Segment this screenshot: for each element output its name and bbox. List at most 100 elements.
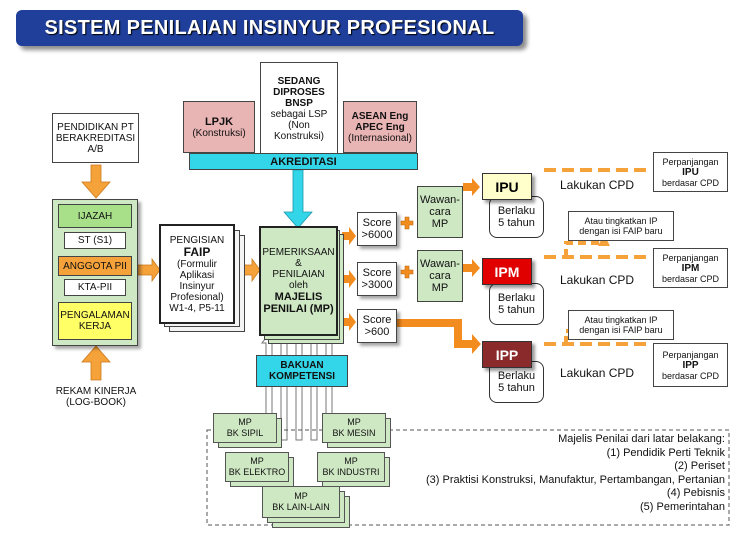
logbook-line1: REKAM KINERJA xyxy=(55,386,137,397)
score-1-line1: Score xyxy=(362,217,392,229)
upgrade-note-1: Atau tingkatkan IP dengan isi FAIP baru xyxy=(568,211,674,241)
faip-line5: Insinyur xyxy=(179,280,215,292)
akreditasi-bar: AKREDITASI xyxy=(189,153,418,170)
asean-line3: (Internasional) xyxy=(348,132,412,144)
education-line2: BERAKREDITASI xyxy=(55,132,136,144)
arrow-to-score-2 xyxy=(342,270,356,288)
interview-1-line1: Wawan- xyxy=(420,194,460,206)
ipm-name: IPM xyxy=(494,263,520,280)
score-3-line1: Score xyxy=(362,314,392,326)
ipm-renew-line1: Perpanjangan xyxy=(662,252,719,263)
mp-industri-box: MP BK INDUSTRI xyxy=(317,452,385,482)
ipm-renew-line3: berdasar CPD xyxy=(661,273,720,284)
asean-line2: APEC Eng xyxy=(355,121,405,133)
st-label: ST (S1) xyxy=(64,232,126,249)
score-2-line2: >3000 xyxy=(361,279,393,291)
anggota-label: ANGGOTA PII xyxy=(58,256,132,276)
bnsp-line1: SEDANG xyxy=(277,75,321,87)
faip-form: PENGISIAN FAIP (Formulir Aplikasi Insiny… xyxy=(159,224,235,324)
faip-line1: PENGISIAN xyxy=(169,234,225,246)
faip-line2: FAIP xyxy=(183,244,211,259)
cpd-label-1: Lakukan CPD xyxy=(560,178,635,192)
ipp-renew-line2: IPP xyxy=(682,359,699,371)
ipu-valid-line2: 5 tahun xyxy=(498,217,535,229)
bnsp-line3: BNSP xyxy=(285,97,313,109)
interview-box-2: Wawan- cara MP xyxy=(417,250,463,302)
arrow-akreditasi-down xyxy=(283,169,313,229)
asean-box: ASEAN Eng APEC Eng (Internasional) xyxy=(343,101,417,153)
arrow-to-score-1 xyxy=(342,227,356,245)
board-item: (2) Periset xyxy=(674,460,725,472)
arrow-to-score-3 xyxy=(342,313,356,331)
mp-elektro-line1: MP xyxy=(250,456,264,466)
cpd-label-2: Lakukan CPD xyxy=(560,273,635,287)
mp-industri-line1: MP xyxy=(344,456,358,466)
lpjk-line2: (Konstruksi) xyxy=(192,127,246,139)
score-box-2: Score >3000 xyxy=(357,262,397,296)
bakuan-line1: BAKUAN xyxy=(280,360,324,371)
board-background: Majelis Penilai dari latar belakang: (1)… xyxy=(384,433,725,514)
ipp-valid-line2: 5 tahun xyxy=(498,382,535,394)
board-item: (4) Pebisnis xyxy=(666,487,725,499)
plus-icon xyxy=(400,265,414,279)
mp-sipil-box: MP BK SIPIL xyxy=(213,413,277,443)
upgrade-2-line1: Atau tingkatkan IP xyxy=(584,315,658,325)
bnsp-line4: sebagai LSP xyxy=(270,108,328,120)
assessment-line3: PENILAIAN xyxy=(272,269,325,280)
ipu-renewal: Perpanjangan IPU berdasar CPD xyxy=(653,152,728,192)
asean-line1: ASEAN Eng xyxy=(351,110,409,122)
education-line3: A/B xyxy=(87,143,104,155)
mp-mesin-box: MP BK MESIN xyxy=(322,413,386,443)
faip-line3: (Formulir xyxy=(177,258,217,270)
faip-line4: Aplikasi xyxy=(179,269,215,281)
assessment-line2: & xyxy=(295,258,302,269)
ipm-valid-line1: Berlaku xyxy=(497,292,536,304)
mp-lain-box: MP BK LAIN-LAIN xyxy=(262,486,340,518)
akreditasi-text: AKREDITASI xyxy=(270,155,337,168)
score-box-1: Score >6000 xyxy=(357,212,397,246)
ipp-valid-line1: Berlaku xyxy=(497,370,536,382)
score-box-3: Score >600 xyxy=(357,309,397,343)
faip-line7: W1-4, P5-11 xyxy=(169,302,225,314)
faip-line6: Profesional) xyxy=(170,291,224,303)
upgrade-1-line2: dengan isi FAIP baru xyxy=(579,226,663,236)
arrow-to-ipm xyxy=(463,259,480,277)
ipm-badge: IPM xyxy=(482,258,532,285)
ipu-name: IPU xyxy=(495,178,519,195)
board-item: (3) Praktisi Konstruksi, Manufaktur, Per… xyxy=(426,473,725,486)
anggota-text: ANGGOTA PII xyxy=(63,260,127,272)
board-item: (1) Pendidik Perti Teknik xyxy=(606,446,725,459)
mp-sipil-line2: BK SIPIL xyxy=(226,428,264,438)
cpd-label-3: Lakukan CPD xyxy=(560,366,635,380)
assessment-line1: PEMERIKSAAN xyxy=(262,247,335,258)
score-3-line2: >600 xyxy=(364,326,390,338)
education-line1: PENDIDIKAN PT xyxy=(57,121,134,133)
bakuan-box: BAKUAN KOMPETENSI xyxy=(256,355,348,387)
ijazah-label: IJAZAH xyxy=(58,204,132,228)
score-1-line2: >6000 xyxy=(361,229,393,241)
ipu-renew-line2: IPU xyxy=(682,166,699,178)
ipp-renew-line3: berdasar CPD xyxy=(661,370,720,381)
kta-label: KTA-PII xyxy=(64,279,126,296)
mp-sipil-line1: MP xyxy=(238,417,252,427)
pengalaman-line1: PENGALAMAN xyxy=(60,310,130,321)
arrow-to-ipu xyxy=(463,178,480,196)
ipm-validity: Berlaku 5 tahun xyxy=(489,283,544,325)
arrow-logbook-up xyxy=(81,345,111,381)
assessment-line6: PENILAI (MP) xyxy=(263,303,334,315)
assessment-box: PEMERIKSAAN & PENILAIAN oleh MAJELIS PEN… xyxy=(259,226,338,336)
upgrade-note-2: Atau tingkatkan IP dengan isi FAIP baru xyxy=(568,310,674,340)
bnsp-line6: Konstruksi) xyxy=(273,130,324,142)
arrow-education-down xyxy=(81,164,111,199)
mp-elektro-line2: BK ELEKTRO xyxy=(228,467,286,477)
assessment-line4: oleh xyxy=(289,280,308,291)
board-item: (5) Pemerintahan xyxy=(640,500,725,513)
interview-box-1: Wawan- cara MP xyxy=(417,186,463,238)
bnsp-line2: DIPROSES xyxy=(273,86,325,98)
mp-elektro-box: MP BK ELEKTRO xyxy=(225,452,289,482)
lpjk-line1: LPJK xyxy=(204,115,234,128)
bakuan-line2: KOMPETENSI xyxy=(268,371,336,382)
interview-2-line3: MP xyxy=(431,282,449,294)
ipm-renewal: Perpanjangan IPM berdasar CPD xyxy=(653,248,728,288)
ipp-name: IPP xyxy=(495,346,519,363)
